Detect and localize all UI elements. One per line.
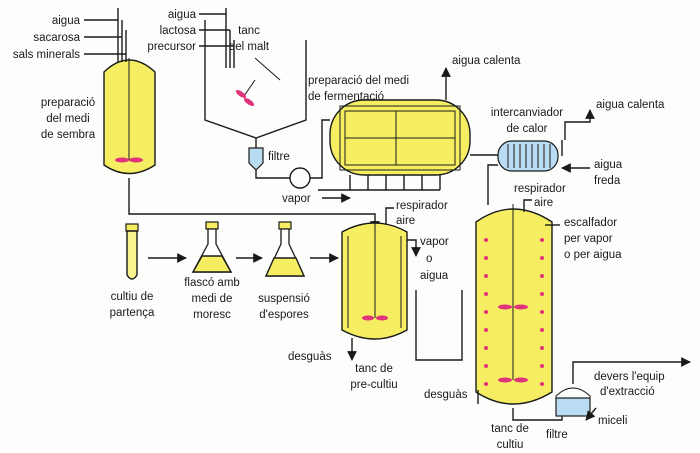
label-vapor-water: vapor bbox=[420, 236, 449, 248]
label-extraction: devers l'equip bbox=[594, 371, 665, 383]
spore-suspension-flask bbox=[264, 221, 306, 277]
label-filtre-2: filtre bbox=[546, 429, 568, 441]
label-vapor: vapor bbox=[282, 193, 311, 205]
svg-text:aire: aire bbox=[396, 215, 415, 227]
label-heater: escalfador bbox=[564, 217, 617, 229]
label-culture-tank: tanc de bbox=[491, 423, 529, 435]
svg-text:de fermentació: de fermentació bbox=[308, 91, 384, 103]
label-pre-culture-tank: tanc de bbox=[355, 363, 393, 375]
label-aigua-malt: aigua bbox=[168, 9, 197, 21]
svg-text:moresc: moresc bbox=[193, 309, 231, 321]
seed-medium-vessel bbox=[103, 58, 156, 175]
label-heat-exchanger: intercanviador bbox=[491, 107, 563, 119]
label-corn-flask: flascó amb bbox=[184, 277, 240, 289]
label-aigua: aigua bbox=[52, 15, 81, 27]
svg-text:de sembra: de sembra bbox=[41, 129, 96, 141]
svg-text:d'extracció: d'extracció bbox=[600, 386, 655, 398]
filter-icon bbox=[248, 147, 264, 171]
label-sacarosa: sacarosa bbox=[33, 32, 80, 44]
svg-text:del medi: del medi bbox=[46, 113, 89, 125]
label-filtre: filtre bbox=[268, 151, 290, 163]
label-hot-water-1: aigua calenta bbox=[452, 55, 521, 67]
heat-exchanger bbox=[497, 140, 559, 172]
culture-tank bbox=[475, 204, 553, 405]
svg-text:cultiu: cultiu bbox=[497, 439, 524, 451]
label-lactosa: lactosa bbox=[160, 25, 197, 37]
svg-text:partença: partença bbox=[110, 307, 155, 319]
label-respirator-1: respirador bbox=[396, 200, 448, 212]
svg-text:del malt: del malt bbox=[229, 41, 270, 53]
svg-text:aigua: aigua bbox=[420, 270, 449, 282]
mycelium-filter bbox=[555, 387, 591, 417]
label-miceli: miceli bbox=[598, 415, 627, 427]
label-respirator-2: respirador bbox=[514, 183, 566, 195]
svg-text:medi de: medi de bbox=[192, 293, 233, 305]
svg-text:de calor: de calor bbox=[507, 123, 548, 135]
svg-text:pre-cultiu: pre-cultiu bbox=[350, 379, 397, 391]
pre-culture-tank bbox=[341, 222, 408, 340]
label-drain-1: desguàs bbox=[288, 351, 332, 363]
starter-culture-tube bbox=[125, 223, 139, 280]
label-starter-culture: cultiu de bbox=[111, 291, 154, 303]
svg-text:aire: aire bbox=[534, 197, 553, 209]
svg-text:o per aigua: o per aigua bbox=[564, 249, 622, 261]
label-precursor: precursor bbox=[147, 41, 196, 53]
label-cold-water: aigua bbox=[594, 159, 623, 171]
corn-medium-flask bbox=[191, 221, 233, 273]
label-fermentation-prep: preparació del medi bbox=[308, 75, 409, 87]
label-seed-prep: preparació bbox=[41, 97, 95, 109]
impeller-icon bbox=[115, 157, 129, 163]
svg-text:freda: freda bbox=[594, 175, 621, 187]
svg-text:per vapor: per vapor bbox=[564, 233, 613, 245]
svg-text:o: o bbox=[426, 253, 432, 265]
label-malt-tank: tanc bbox=[238, 25, 260, 37]
label-drain-2: desguàs bbox=[424, 389, 468, 401]
label-hot-water-2: aigua calenta bbox=[596, 99, 665, 111]
fermentation-medium-vessel bbox=[329, 99, 471, 176]
label-spore-suspension: suspensió bbox=[258, 293, 310, 305]
svg-text:d'espores: d'espores bbox=[259, 309, 309, 321]
label-sals-minerals: sals minerals bbox=[13, 49, 80, 61]
